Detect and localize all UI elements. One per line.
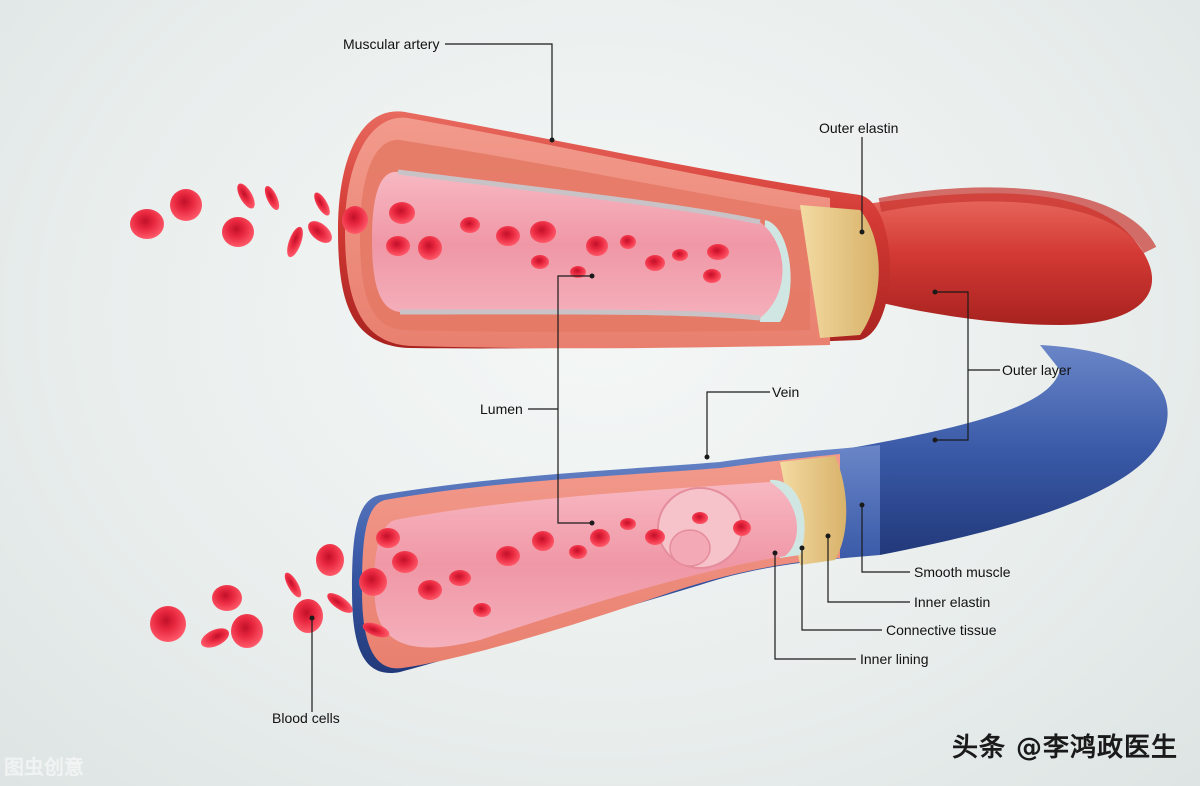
label-outer-elastin: Outer elastin xyxy=(819,120,899,136)
vein-blood-cells xyxy=(376,512,751,617)
leader-dots xyxy=(309,137,938,621)
blood-cell-icon xyxy=(586,236,608,256)
author-watermark: 头条 @李鸿政医生 xyxy=(951,733,1178,763)
blood-cell-icon xyxy=(707,244,729,260)
artery-blood-cells xyxy=(386,202,729,283)
leader-outer-layer xyxy=(935,291,1000,441)
blood-cell-icon xyxy=(362,622,390,638)
label-connective-tissue: Connective tissue xyxy=(886,622,997,638)
blood-cell-icon xyxy=(496,226,520,246)
floating-blood-cells-bottom xyxy=(150,544,390,648)
blood-cell-icon xyxy=(460,217,480,233)
label-vein: Vein xyxy=(772,384,800,400)
label-outer-layer: Outer layer xyxy=(1002,362,1072,378)
blood-cell-icon xyxy=(449,570,471,586)
blood-cell-icon xyxy=(692,512,708,524)
blood-cell-icon xyxy=(316,544,344,576)
blood-cell-icon xyxy=(284,572,302,598)
blood-cell-icon xyxy=(620,235,636,249)
blood-cell-icon xyxy=(150,606,186,642)
blood-cell-icon xyxy=(530,221,556,243)
label-lumen: Lumen xyxy=(480,401,523,417)
blood-cell-icon xyxy=(418,236,442,260)
blood-cell-icon xyxy=(645,255,665,271)
leader-inner-lining xyxy=(774,553,856,660)
blood-cell-icon xyxy=(392,551,418,573)
vein-loop-tube xyxy=(840,345,1168,555)
blood-cell-icon xyxy=(342,206,368,234)
blood-cell-icon xyxy=(620,518,636,530)
leader-lumen xyxy=(528,275,592,524)
blood-cell-icon xyxy=(264,186,280,210)
blood-cell-icon xyxy=(314,192,330,216)
leader-muscular-artery xyxy=(445,43,553,140)
leader-lines xyxy=(311,43,1000,712)
artery-outer-elastin-ring xyxy=(800,205,879,338)
blood-cell-icon xyxy=(212,585,242,611)
blood-cell-icon xyxy=(531,255,549,269)
blood-cell-icon xyxy=(386,236,410,256)
blood-cell-icon xyxy=(200,628,230,648)
blood-cell-icon xyxy=(389,202,415,224)
blood-cell-icon xyxy=(496,546,520,566)
blood-cell-icon xyxy=(473,603,491,617)
blood-cell-icon xyxy=(418,580,442,600)
leader-connective-tissue xyxy=(801,548,882,631)
blood-cell-icon xyxy=(308,221,332,243)
label-muscular-artery: Muscular artery xyxy=(343,36,440,52)
leader-vein xyxy=(706,391,770,457)
blood-cell-icon xyxy=(672,249,688,261)
blood-cell-icon xyxy=(287,226,303,258)
blood-cell-icon xyxy=(327,593,353,613)
label-inner-lining: Inner lining xyxy=(860,651,929,667)
label-blood-cells: Blood cells xyxy=(272,710,340,726)
blood-cell-icon xyxy=(569,545,587,559)
blood-cell-icon xyxy=(222,217,254,247)
label-smooth-muscle: Smooth muscle xyxy=(914,564,1011,580)
leader-smooth-muscle xyxy=(861,505,910,573)
blood-cell-icon xyxy=(532,531,554,551)
blood-cell-icon xyxy=(590,529,610,547)
artery-loop-highlight xyxy=(878,187,1157,254)
floating-blood-cells-top xyxy=(130,183,368,258)
blood-cell-icon xyxy=(376,528,400,548)
blood-cell-icon xyxy=(703,269,721,283)
blood-cell-icon xyxy=(733,520,751,536)
blood-cell-icon xyxy=(170,189,202,221)
blood-cell-icon xyxy=(645,529,665,545)
label-inner-elastin: Inner elastin xyxy=(914,594,991,610)
stock-watermark: 图虫创意 xyxy=(4,755,84,779)
blood-cell-icon xyxy=(237,183,255,209)
blood-cell-icon xyxy=(359,568,387,596)
blood-cell-icon xyxy=(293,599,323,633)
blood-cell-icon xyxy=(231,614,263,648)
blood-cell-icon xyxy=(130,209,164,239)
blood-cell-icon xyxy=(570,266,586,278)
leader-inner-elastin xyxy=(827,536,910,603)
